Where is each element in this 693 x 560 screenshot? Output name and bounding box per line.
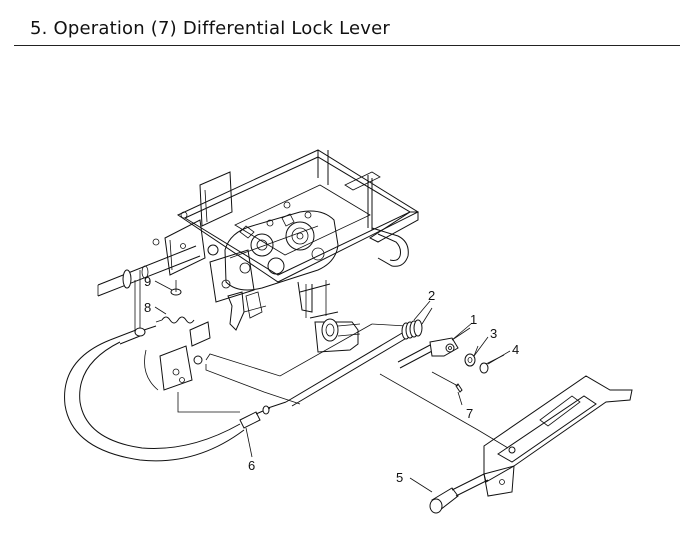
output-shaft <box>297 280 361 353</box>
inner-lever-bracket <box>159 291 267 391</box>
leader-lines <box>154 280 511 493</box>
callout-9: 9 <box>144 274 151 289</box>
callout-labels: 1 2 3 4 5 6 7 8 9 <box>144 274 519 485</box>
callout-5: 5 <box>396 470 403 485</box>
callout-7: 7 <box>466 406 473 421</box>
cable-loop <box>64 325 301 462</box>
lever-arm-part-1 <box>397 327 505 393</box>
control-rod <box>205 323 421 407</box>
spring-part-2 <box>401 307 433 340</box>
spring-part-8 <box>155 316 195 324</box>
callout-2: 2 <box>428 288 435 303</box>
callout-4: 4 <box>512 342 519 357</box>
page-title: 5. Operation (7) Differential Lock Lever <box>30 18 391 39</box>
callout-8: 8 <box>144 300 151 315</box>
gear-housing <box>207 201 339 303</box>
callout-3: 3 <box>490 326 497 341</box>
left-axle-shaft <box>97 245 201 330</box>
bracket-part-9 <box>170 280 182 296</box>
lever-pedal-part-5 <box>379 373 633 514</box>
transmission-frame <box>152 149 420 283</box>
callout-6: 6 <box>248 458 255 473</box>
title-rule <box>14 45 680 46</box>
callout-1: 1 <box>470 312 477 327</box>
